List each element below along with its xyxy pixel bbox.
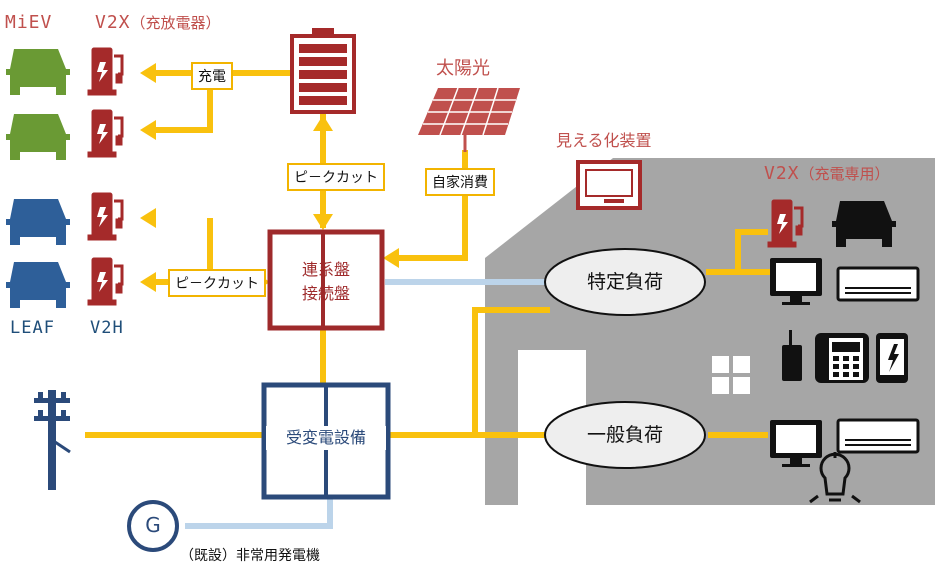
interconnect-panel-label: 連系盤 接続盤 (272, 258, 380, 306)
backup-lines (185, 279, 545, 529)
lightning-icon (97, 62, 788, 292)
v2x-charger-label-text: V2X (95, 12, 131, 33)
visualizer-label: 見える化装置 (556, 131, 652, 150)
ev-car-icon (6, 199, 70, 308)
general-load-node (544, 401, 706, 469)
solar-panel-icon (418, 87, 520, 152)
peak-cut-tag-top: ピ－クカット (287, 163, 385, 191)
tv-icon (770, 420, 822, 467)
specific-load-label: 特定負荷 (586, 271, 663, 293)
smartphone-icon (876, 333, 908, 383)
solar-label: 太陽光 (436, 58, 490, 79)
v2x-charge-only-paren: （充電専用） (799, 165, 890, 183)
charge-tag: 充電 (191, 62, 233, 90)
tv-icon (770, 258, 822, 305)
v2x-charger-paren: （充放電器） (130, 14, 221, 32)
ev-car-icon (6, 49, 70, 160)
interconnect-line1: 連系盤 (301, 260, 350, 279)
v2x-charger-label: V2X（充放電器） (95, 12, 221, 33)
generator-icon (127, 500, 179, 552)
specific-load-node (544, 248, 706, 316)
v2x-charge-only-label: V2X（充電専用） (764, 163, 890, 184)
peak-cut-tag-left: ピ－クカット (168, 269, 266, 297)
leaf-label: LEAF (10, 318, 55, 338)
interconnect-line2: 接続盤 (301, 284, 350, 303)
air-conditioner-icon (836, 266, 920, 302)
interconnect-panel (267, 229, 385, 331)
air-conditioner-icon (836, 418, 920, 454)
radio-icon (782, 330, 802, 381)
light-bulb-icon (809, 452, 861, 504)
v2h-label: V2H (90, 318, 124, 338)
battery-icon (290, 28, 356, 114)
v2x-charge-only-label-text: V2X (764, 163, 800, 184)
monitor-display-icon (576, 160, 642, 210)
miev-label: MiEV (5, 12, 53, 33)
generator-label: （既設）非常用発電機 (180, 548, 320, 564)
phone-icon (815, 333, 869, 383)
generator-symbol: G (145, 513, 161, 537)
general-load-label: 一般負荷 (586, 424, 663, 446)
substation-label: 受変電設備 (266, 426, 386, 450)
utility-pole-icon (34, 390, 71, 490)
self-consumption-tag: 自家消費 (425, 168, 495, 196)
window (712, 356, 750, 394)
